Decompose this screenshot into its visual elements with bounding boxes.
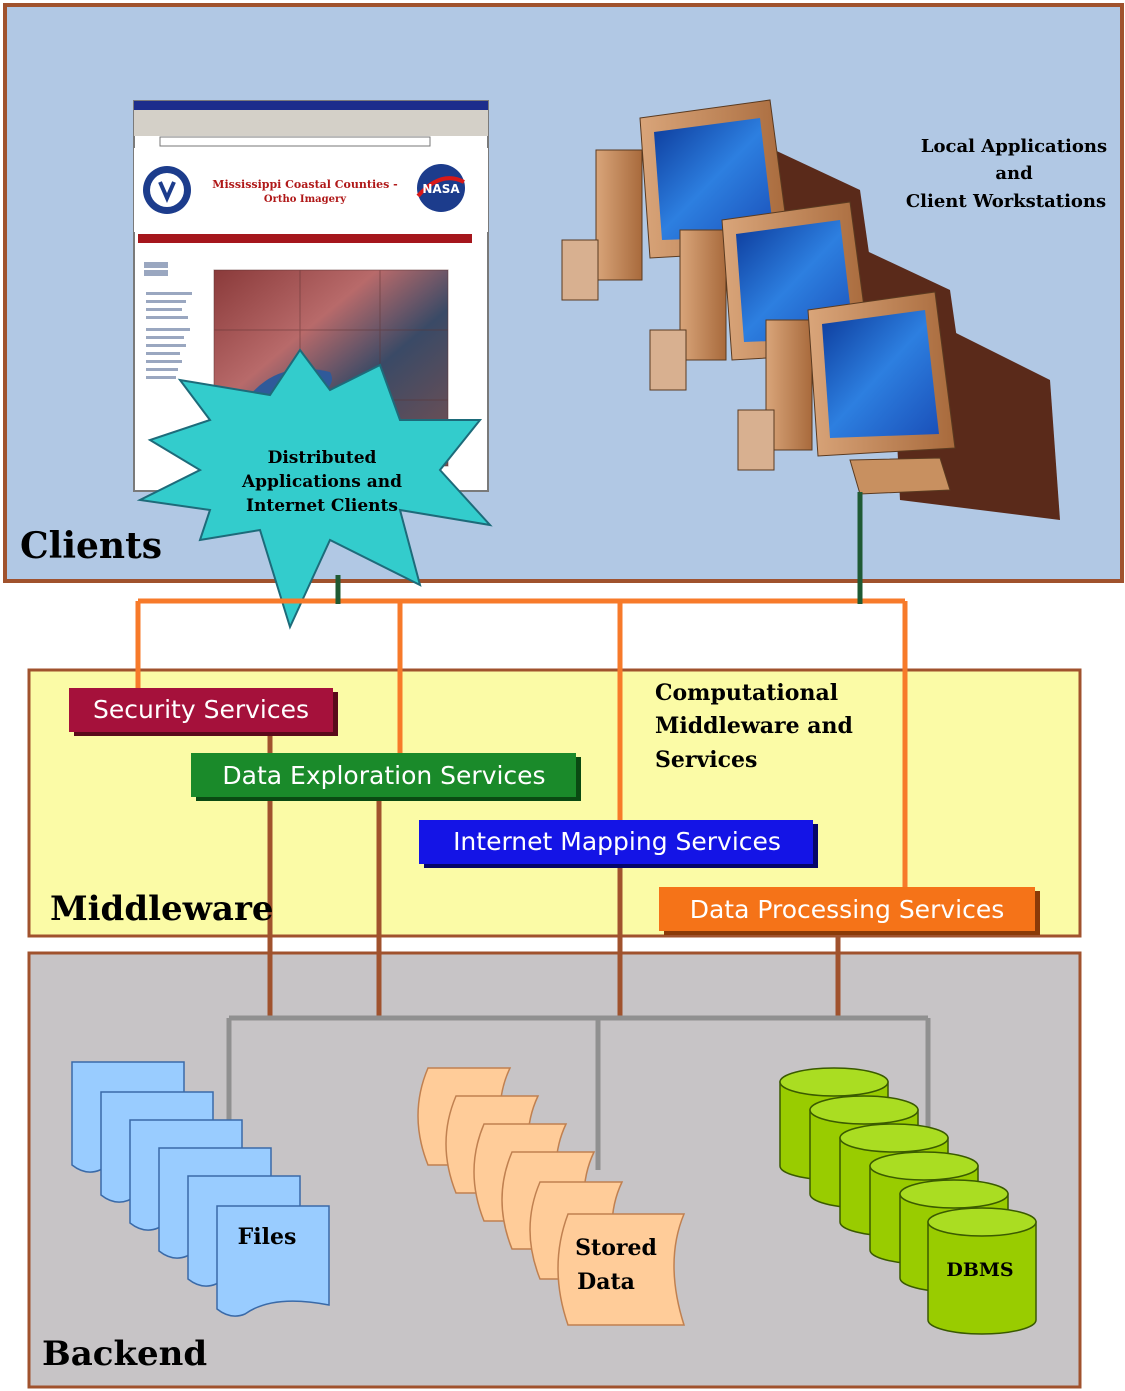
burst-label-2: Applications and <box>241 472 402 492</box>
dbms-label: DBMS <box>946 1259 1013 1281</box>
data-exploration-services-label: Data Exploration Services <box>222 761 545 790</box>
middleware-heading-2: Middleware and <box>655 713 853 739</box>
local-apps-label-2: and <box>995 163 1033 184</box>
middleware-heading-1: Computational <box>655 680 838 706</box>
workstation-icon <box>737 291 1060 520</box>
internet-mapping-services-box: Internet Mapping Services <box>419 820 818 868</box>
browser-page-title-2: Ortho Imagery <box>264 194 347 205</box>
middleware-layer-title: Middleware <box>50 889 274 929</box>
nasa-logo-text: NASA <box>422 182 460 196</box>
distributed-apps-burst: Distributed Applications and Internet Cl… <box>136 348 493 630</box>
backend-layer-title: Backend <box>42 1334 207 1374</box>
security-services-box: Security Services <box>69 688 338 736</box>
nasa-logo-icon: NASA <box>416 164 465 212</box>
dot-seal-icon <box>143 166 191 214</box>
burst-label-3: Internet Clients <box>246 496 398 516</box>
sidebar-controls <box>144 262 192 379</box>
stored-data-label-2: Data <box>577 1269 635 1295</box>
file-icon <box>216 1205 330 1317</box>
stored-data-stack <box>417 1067 686 1326</box>
stored-data-label-1: Stored <box>575 1235 657 1261</box>
stored-data-icon <box>557 1213 686 1326</box>
dbms-stack <box>779 1067 1037 1335</box>
data-exploration-services-box: Data Exploration Services <box>191 753 581 801</box>
clients-layer-title: Clients <box>20 525 162 567</box>
data-processing-services-box: Data Processing Services <box>659 887 1040 935</box>
files-stack <box>71 1061 330 1317</box>
files-label: Files <box>238 1224 297 1250</box>
security-services-label: Security Services <box>93 695 309 724</box>
data-processing-services-label: Data Processing Services <box>690 895 1005 924</box>
local-apps-label-3: Client Workstations <box>906 191 1106 212</box>
client-connectors <box>135 492 908 888</box>
burst-label-1: Distributed <box>268 448 377 468</box>
local-apps-label-1: Local Applications <box>921 136 1107 157</box>
database-icon <box>927 1207 1037 1335</box>
browser-page-title-1: Mississippi Coastal Counties - <box>212 178 397 191</box>
middleware-heading-3: Services <box>655 747 757 773</box>
internet-mapping-services-label: Internet Mapping Services <box>453 827 781 856</box>
client-workstations: Local Applications and Client Workstatio… <box>561 99 1107 520</box>
